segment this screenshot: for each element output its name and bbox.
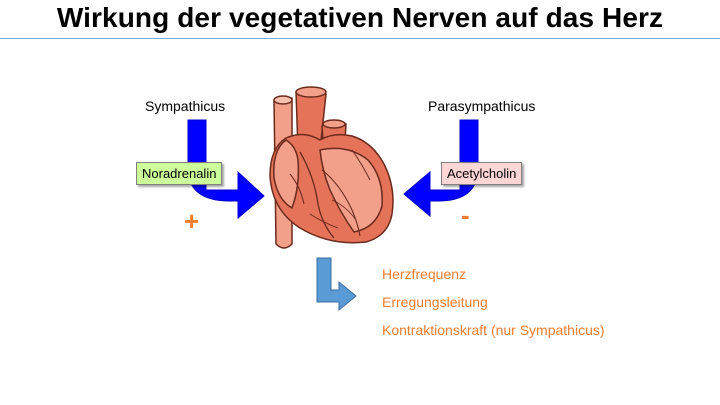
effect-herzfrequenz: Herzfrequenz	[382, 266, 467, 282]
arrow-result-icon	[316, 257, 357, 312]
plus-sign: +	[184, 206, 200, 236]
title-divider	[0, 38, 720, 39]
minus-sign: -	[461, 200, 470, 230]
acetylcholin-box: Acetylcholin	[441, 162, 523, 185]
page-title: Wirkung der vegetativen Nerven auf das H…	[56, 2, 664, 33]
noradrenalin-box: Noradrenalin	[136, 162, 223, 185]
effect-kontraktionskraft: Kontraktionskraft (nur Sympathicus)	[382, 322, 605, 338]
sympathicus-label: Sympathicus	[145, 98, 226, 114]
effect-erregungsleitung: Erregungsleitung	[382, 294, 488, 310]
parasympathicus-label: Parasympathicus	[428, 98, 536, 114]
heart-illustration	[269, 86, 394, 249]
